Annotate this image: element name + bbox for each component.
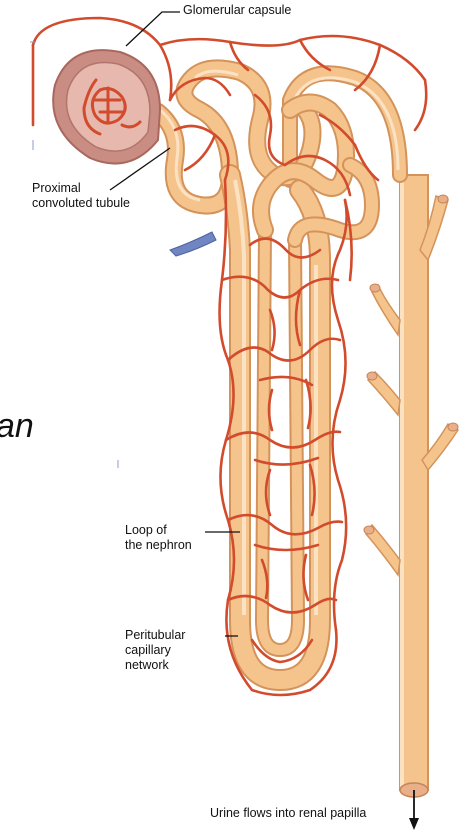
proximal-tubule-label: Proximal convoluted tubule [32,181,130,211]
cropped-slide-text: an [0,408,34,444]
urine-flow-label-text: Urine flows into renal papilla [210,806,366,821]
renal-tubule [158,68,372,680]
glomerular-capsule-label: Glomerular capsule [183,3,291,18]
peritubular-network-label: Peritubular capillary network [125,628,185,673]
loop-of-nephron-label: Loop of the nephron [125,523,192,553]
glomerular-capsule-label-text: Glomerular capsule [183,3,291,18]
peritubular-network-label-line2: capillary [125,643,185,658]
peritubular-network-label-line1: Peritubular [125,628,185,643]
loop-of-nephron-label-line1: Loop of [125,523,192,538]
glomerular-capsule [53,50,160,163]
peritubular-network-label-line3: network [125,658,185,673]
proximal-tubule-label-line1: Proximal [32,181,130,196]
proximal-tubule-label-line2: convoluted tubule [32,196,130,211]
small-vein [170,232,216,256]
urine-flow-label: Urine flows into renal papilla [210,806,366,821]
loop-of-nephron-label-line2: the nephron [125,538,192,553]
